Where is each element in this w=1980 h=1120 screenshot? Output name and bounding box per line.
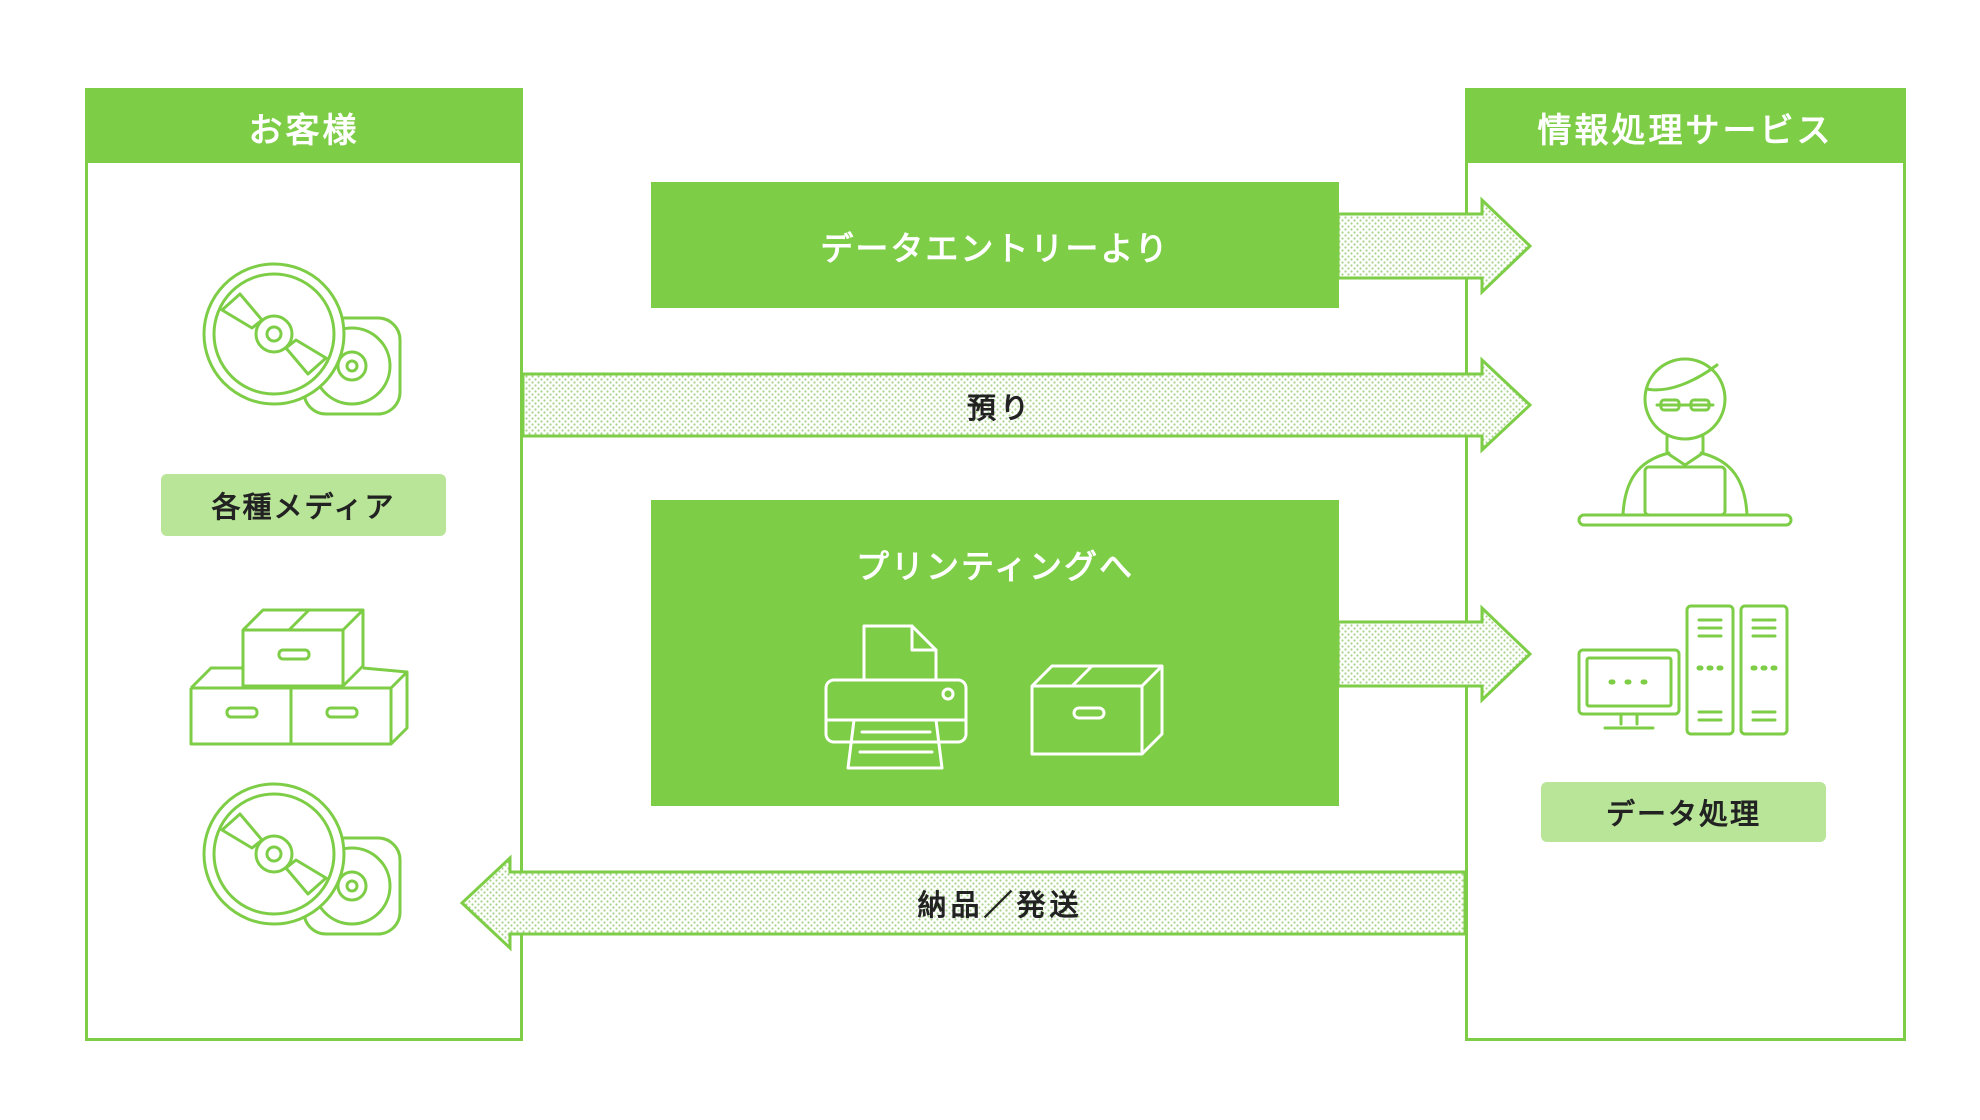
box-icon — [1030, 664, 1164, 756]
data-processing-label: データ処理 — [1541, 782, 1826, 842]
disc-icon — [202, 262, 402, 416]
delivery-label: 納品／発送 — [917, 888, 1083, 922]
service-panel-title: 情報処理サービス — [1468, 91, 1903, 163]
service-panel: 情報処理サービス — [1465, 88, 1906, 1041]
server-computer-icon — [1577, 604, 1789, 736]
printing-box: プリンティングへ — [651, 500, 1339, 806]
media-label: 各種メディア — [161, 474, 446, 536]
printer-icon — [824, 624, 968, 770]
data-entry-label: データエントリーより — [820, 229, 1170, 268]
printing-label: プリンティングへ — [855, 547, 1135, 586]
data-entry-box: データエントリーより — [651, 182, 1339, 308]
customer-panel-title: お客様 — [88, 91, 520, 163]
deposit-label: 預り — [966, 391, 1033, 425]
box-stack-icon — [189, 608, 409, 746]
operator-icon — [1577, 357, 1793, 527]
disc-icon-2 — [202, 782, 402, 936]
